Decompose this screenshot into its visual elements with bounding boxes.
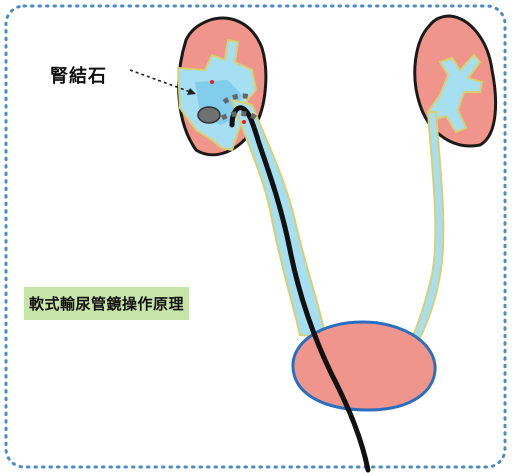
right-ureter	[412, 112, 443, 342]
laser-mark	[210, 80, 214, 84]
left-ureter	[232, 100, 326, 338]
laser-mark	[242, 120, 246, 124]
diagram-caption: 軟式輸尿管鏡操作原理	[24, 287, 189, 320]
ureteroscope-icon	[232, 108, 368, 470]
stone-icon	[198, 107, 220, 123]
stone-label: 腎結石	[50, 62, 107, 88]
